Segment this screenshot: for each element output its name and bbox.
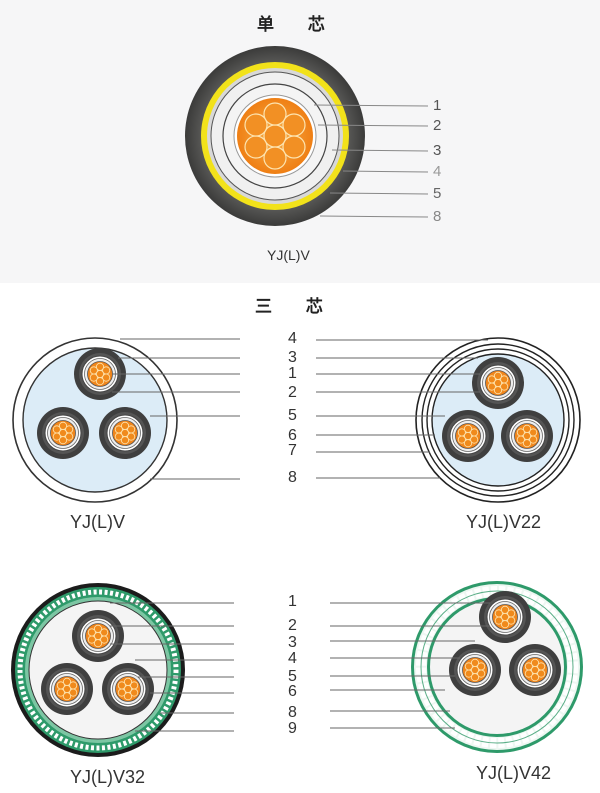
single-layer-number: 1 bbox=[433, 97, 442, 114]
bottom-layer-number: 6 bbox=[288, 683, 297, 700]
bottom-layer-number: 3 bbox=[288, 634, 297, 651]
top-layer-number: 7 bbox=[288, 442, 297, 459]
yjlv-model-label: YJ(L)V bbox=[70, 512, 126, 532]
top-layer-number: 5 bbox=[288, 407, 297, 424]
cable-yjlv32-three-core bbox=[11, 583, 234, 757]
single-core-title: 单 芯 bbox=[257, 15, 339, 35]
top-layer-number: 2 bbox=[288, 384, 297, 401]
bottom-layer-number: 9 bbox=[288, 720, 297, 737]
top-layer-number: 8 bbox=[288, 469, 297, 486]
single-layer-number: 4 bbox=[433, 163, 442, 180]
top-layer-number: 6 bbox=[288, 427, 297, 444]
bottom-layer-number: 2 bbox=[288, 617, 297, 634]
single-core-model-label: YJ(L)V bbox=[267, 247, 310, 263]
bottom-layer-number: 1 bbox=[288, 593, 297, 610]
yjlv42-model-label: YJ(L)V42 bbox=[476, 763, 552, 783]
single-layer-number: 2 bbox=[433, 117, 442, 134]
single-layer-number: 5 bbox=[433, 185, 442, 202]
single-core-cable bbox=[185, 46, 429, 226]
cable-yjlv22-three-core bbox=[316, 337, 581, 503]
cable-yjlv42-three-core bbox=[330, 581, 583, 753]
single-layer-number: 3 bbox=[433, 142, 442, 159]
three-core-title: 三 芯 bbox=[255, 297, 337, 317]
yjlv22-model-label: YJ(L)V22 bbox=[466, 512, 542, 532]
bottom-layer-number: 8 bbox=[288, 704, 297, 721]
top-layer-number: 1 bbox=[288, 365, 297, 382]
top-layer-number: 4 bbox=[288, 330, 297, 347]
yjlv32-model-label: YJ(L)V32 bbox=[70, 767, 146, 787]
bottom-layer-number: 5 bbox=[288, 668, 297, 685]
cable-yjlv-three-core bbox=[12, 337, 240, 503]
bottom-layer-number: 4 bbox=[288, 650, 297, 667]
single-layer-number: 8 bbox=[433, 208, 442, 225]
top-layer-number: 3 bbox=[288, 349, 297, 366]
